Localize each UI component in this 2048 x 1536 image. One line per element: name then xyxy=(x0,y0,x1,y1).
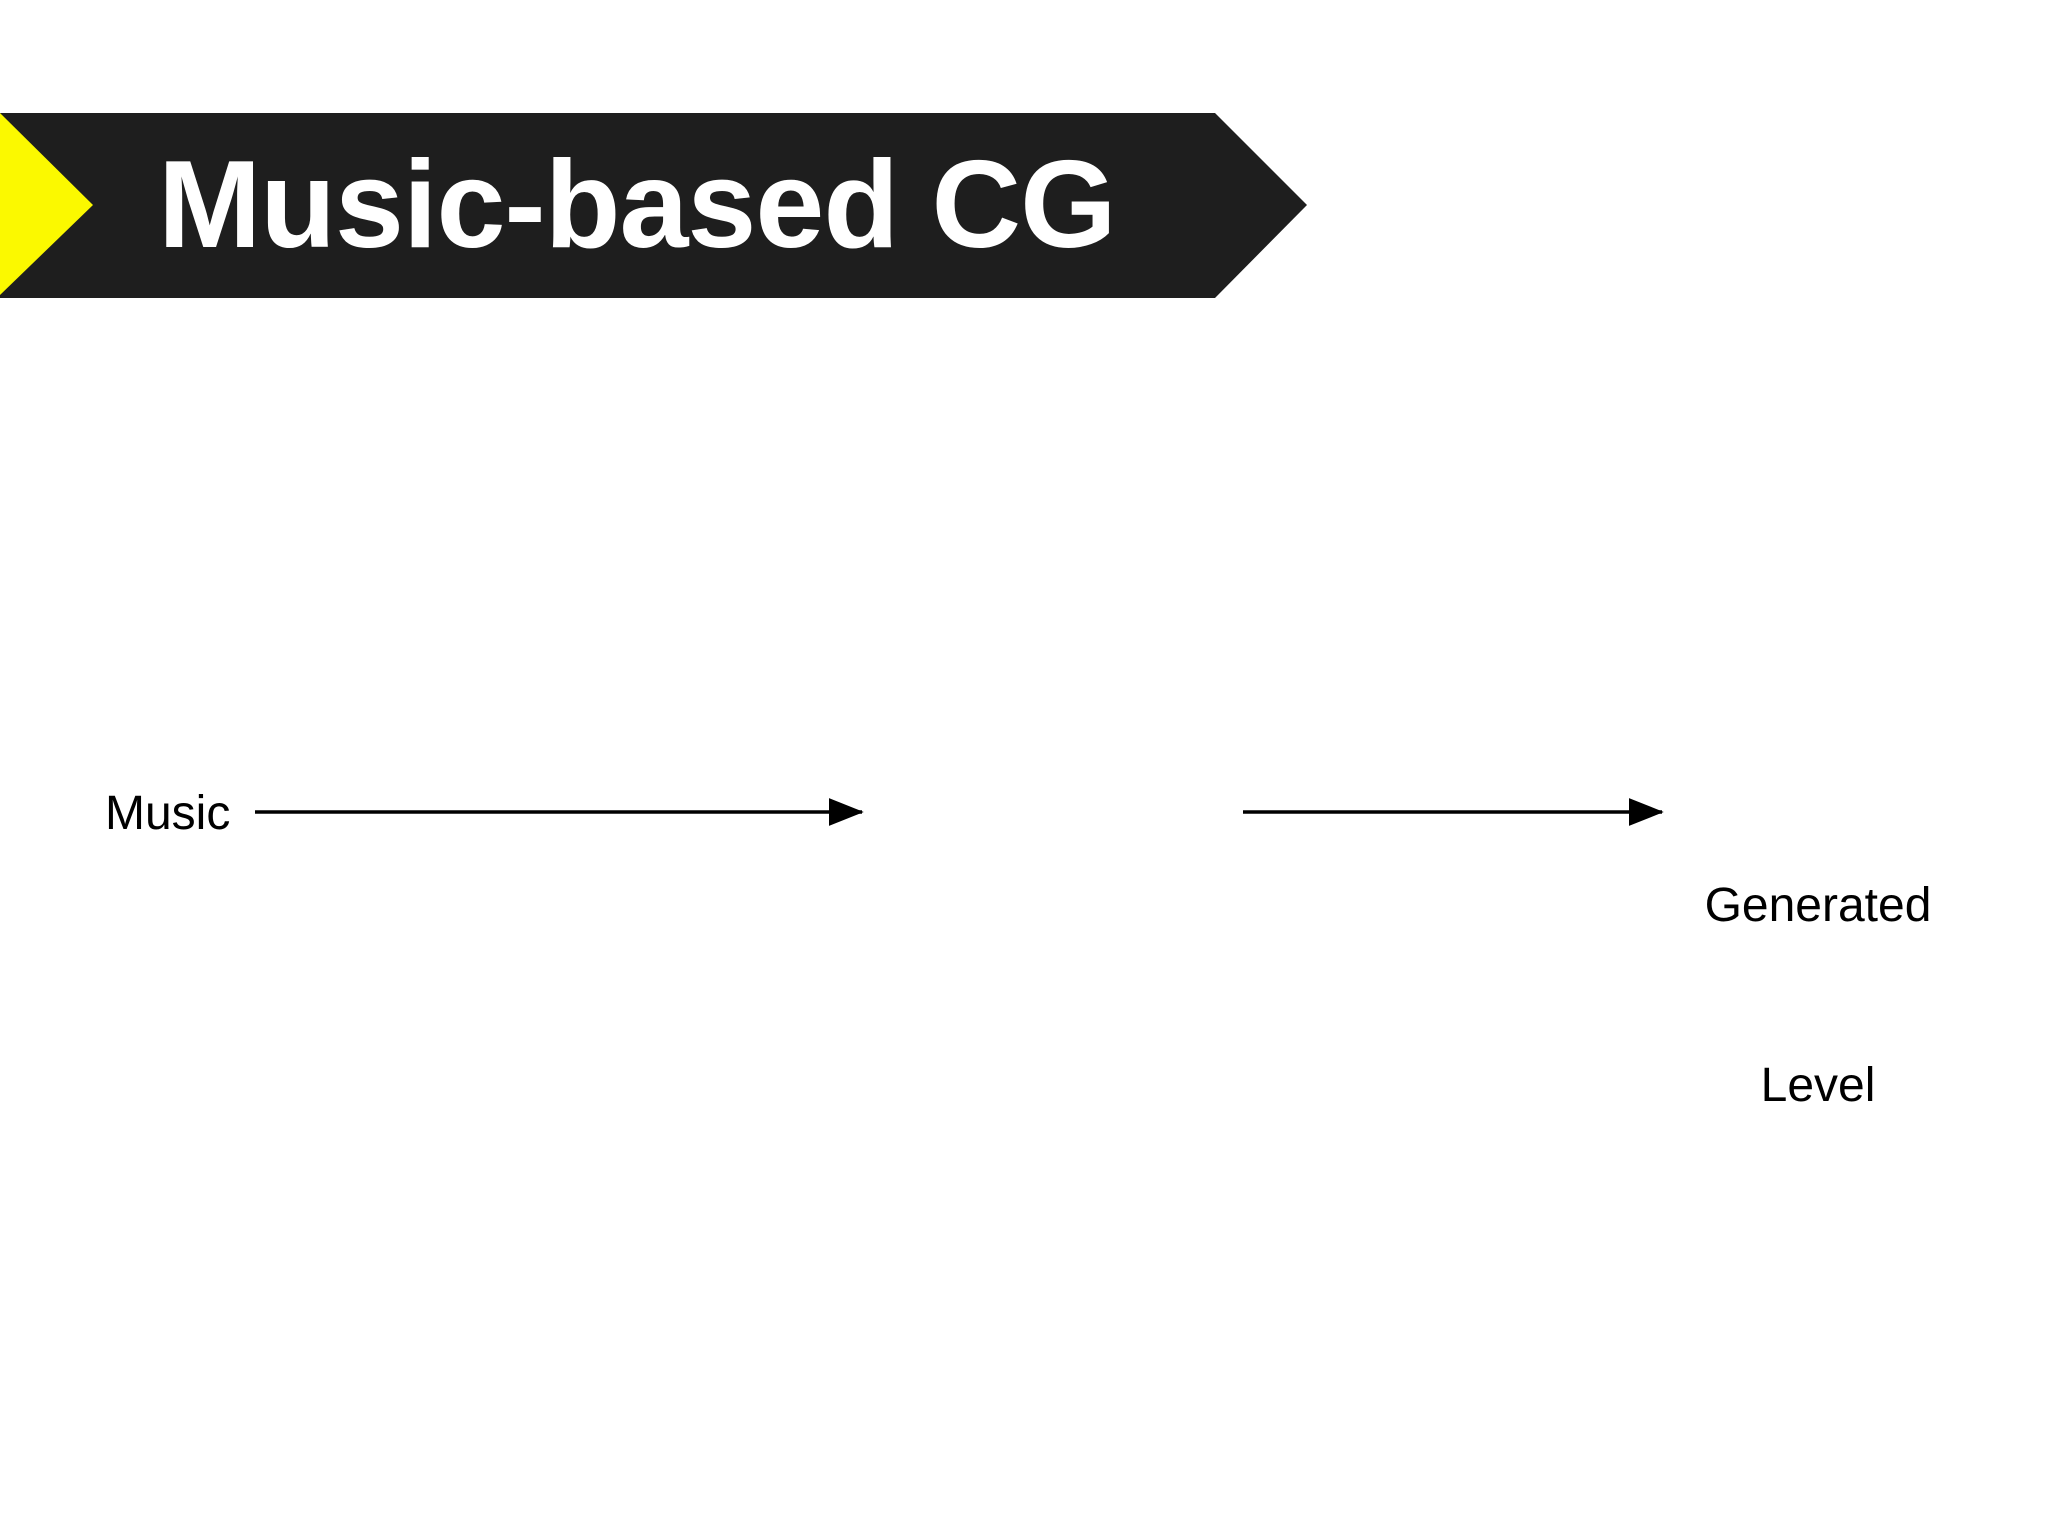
banner-background-shape xyxy=(0,113,1307,298)
diagram-label-generated-level-line2: Level xyxy=(1760,1059,1876,1112)
chevron-right-icon xyxy=(0,113,93,295)
page-title: Music-based CG xyxy=(158,136,1117,274)
diagram-label-music: Music xyxy=(105,787,231,840)
diagram-label-generated-level: Generated Level xyxy=(1688,756,1948,1236)
title-banner: Music-based CG xyxy=(0,113,1310,298)
banner-shape xyxy=(0,113,1307,298)
diagram-label-generated-level-line1: Generated xyxy=(1704,879,1932,932)
